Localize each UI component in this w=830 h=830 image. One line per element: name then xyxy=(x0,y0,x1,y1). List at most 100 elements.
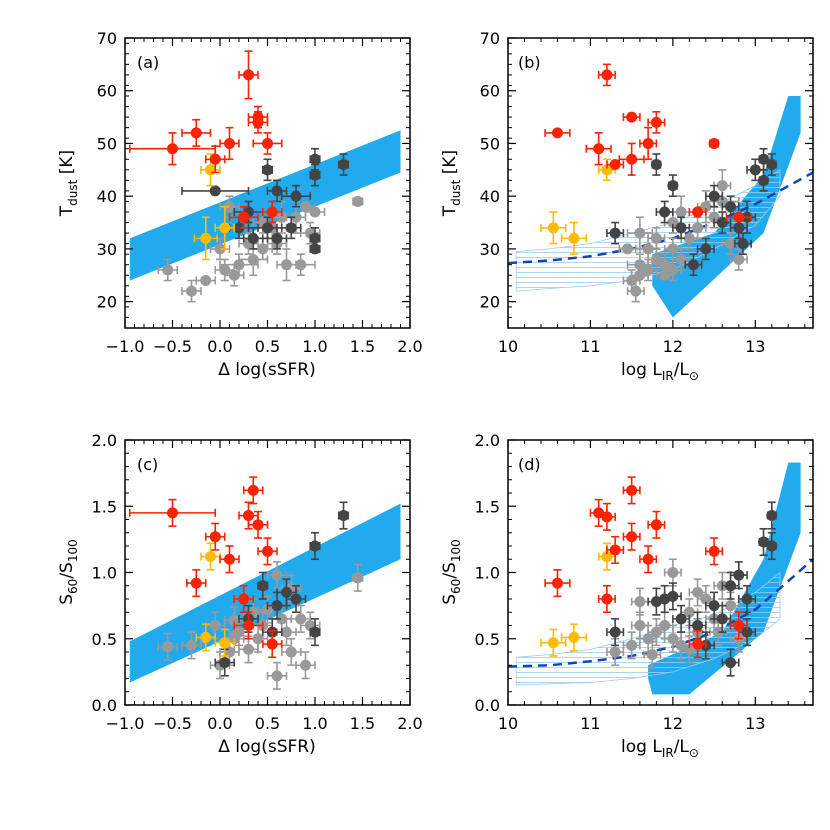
data-point-light-gray xyxy=(352,563,364,592)
data-point-red xyxy=(622,476,641,505)
model-band-c xyxy=(129,503,401,683)
data-point-light-gray xyxy=(688,578,707,607)
data-point-red xyxy=(219,545,240,574)
x-tick-label-c: 1.0 xyxy=(302,714,327,733)
x-axis-label-c: Δ log(sSFR) xyxy=(218,737,315,757)
data-point-red xyxy=(618,142,645,176)
x-axis-label-d: log LIR/L⊙ xyxy=(621,737,699,760)
x-tick-label-a: 1.0 xyxy=(302,337,327,356)
data-point-red xyxy=(261,629,283,659)
data-point-light-gray xyxy=(622,631,641,660)
data-point-light-gray xyxy=(618,243,637,255)
data-point-red xyxy=(181,118,212,147)
data-point-dark-gray xyxy=(233,200,264,224)
data-point-light-gray xyxy=(655,269,674,281)
x-tick-label-a: 1.5 xyxy=(350,337,375,356)
y-tick-label-b: 30 xyxy=(480,240,500,259)
data-point-dark-gray xyxy=(705,591,724,620)
y-axis-label-b: Tdust [K] xyxy=(440,150,463,217)
x-tick-label-c: 1.5 xyxy=(350,714,375,733)
data-point-red xyxy=(622,522,641,551)
data-point-dark-gray xyxy=(738,584,757,614)
data-point-dark-gray xyxy=(606,221,625,245)
data-point-dark-gray xyxy=(309,618,321,647)
data-point-dark-gray xyxy=(667,174,679,197)
y-tick-label-a: 20 xyxy=(97,293,117,312)
y-tick-label-a: 30 xyxy=(97,240,117,259)
data-point-red xyxy=(242,476,264,505)
data-point-light-gray xyxy=(285,253,316,277)
data-point-red xyxy=(257,537,278,566)
data-point-red xyxy=(639,126,658,161)
data-point-orange xyxy=(193,216,218,261)
data-point-red xyxy=(688,206,707,218)
data-point-red xyxy=(639,545,658,574)
x-tick-label-a: 0.0 xyxy=(207,337,232,356)
x-tick-label-d: 13 xyxy=(745,714,765,733)
x-tick-label-a: 0.5 xyxy=(255,337,280,356)
x-tick-label-c: −0.5 xyxy=(153,714,192,733)
data-point-red xyxy=(647,510,666,539)
x-tick-label-a: −0.5 xyxy=(153,337,192,356)
data-point-light-gray xyxy=(157,632,179,661)
data-point-dark-gray xyxy=(266,591,288,620)
data-point-dark-gray xyxy=(257,571,269,600)
model-band-a xyxy=(129,130,401,281)
y-tick-label-b: 40 xyxy=(480,187,500,206)
data-point-dark-gray xyxy=(280,216,302,240)
data-point-red xyxy=(228,205,259,229)
data-point-red xyxy=(204,145,226,174)
y-tick-label-b: 60 xyxy=(480,82,500,101)
y-tick-label-d: 0.0 xyxy=(475,696,500,715)
data-point-light-gray xyxy=(304,206,326,218)
data-point-red xyxy=(247,510,269,539)
data-point-dark-gray xyxy=(766,501,778,530)
plot-area-a xyxy=(128,50,401,303)
data-point-dark-gray xyxy=(705,184,724,208)
x-tick-label-d: 12 xyxy=(663,714,683,733)
panel-label-d: (d) xyxy=(518,455,541,474)
x-tick-label-c: 0.5 xyxy=(255,714,280,733)
data-point-dark-gray xyxy=(606,618,625,647)
data-point-dark-gray xyxy=(285,584,307,614)
axes-frame-b xyxy=(507,37,814,329)
data-point-red xyxy=(606,535,625,565)
data-point-red xyxy=(585,132,612,166)
y-axis-label-c: S60/S100 xyxy=(57,539,80,605)
data-point-red xyxy=(597,584,616,614)
data-point-dark-gray xyxy=(663,582,682,611)
data-point-dark-gray xyxy=(280,184,312,208)
data-point-dark-gray xyxy=(309,243,321,255)
data-point-light-gray xyxy=(295,651,316,680)
data-point-red xyxy=(729,611,748,640)
data-point-red xyxy=(622,111,641,123)
data-point-red xyxy=(219,126,240,161)
data-point-dark-gray xyxy=(713,604,732,633)
data-point-light-gray xyxy=(630,587,649,616)
trend-curve-b xyxy=(508,171,813,265)
data-point-red xyxy=(544,127,571,139)
data-point-red xyxy=(705,537,724,566)
y-tick-label-a: 50 xyxy=(97,134,117,153)
y-tick-label-b: 20 xyxy=(480,293,500,312)
data-point-dark-gray xyxy=(242,227,264,250)
y-tick-label-d: 0.5 xyxy=(475,630,500,649)
y-tick-label-c: 0.0 xyxy=(92,696,117,715)
data-point-light-gray xyxy=(276,618,297,647)
plot-area-b xyxy=(508,63,813,318)
x-tick-label-b: 10 xyxy=(498,337,518,356)
data-point-red xyxy=(544,569,571,598)
x-axis-label-a: Δ log(sSFR) xyxy=(218,360,315,380)
y-tick-label-d: 2.0 xyxy=(475,431,500,450)
y-tick-label-d: 1.5 xyxy=(475,497,500,516)
y-tick-label-a: 60 xyxy=(97,82,117,101)
x-tick-label-c: 0.0 xyxy=(207,714,232,733)
data-point-dark-gray xyxy=(655,200,674,224)
y-tick-label-a: 70 xyxy=(97,29,117,48)
data-point-light-gray xyxy=(157,258,179,282)
